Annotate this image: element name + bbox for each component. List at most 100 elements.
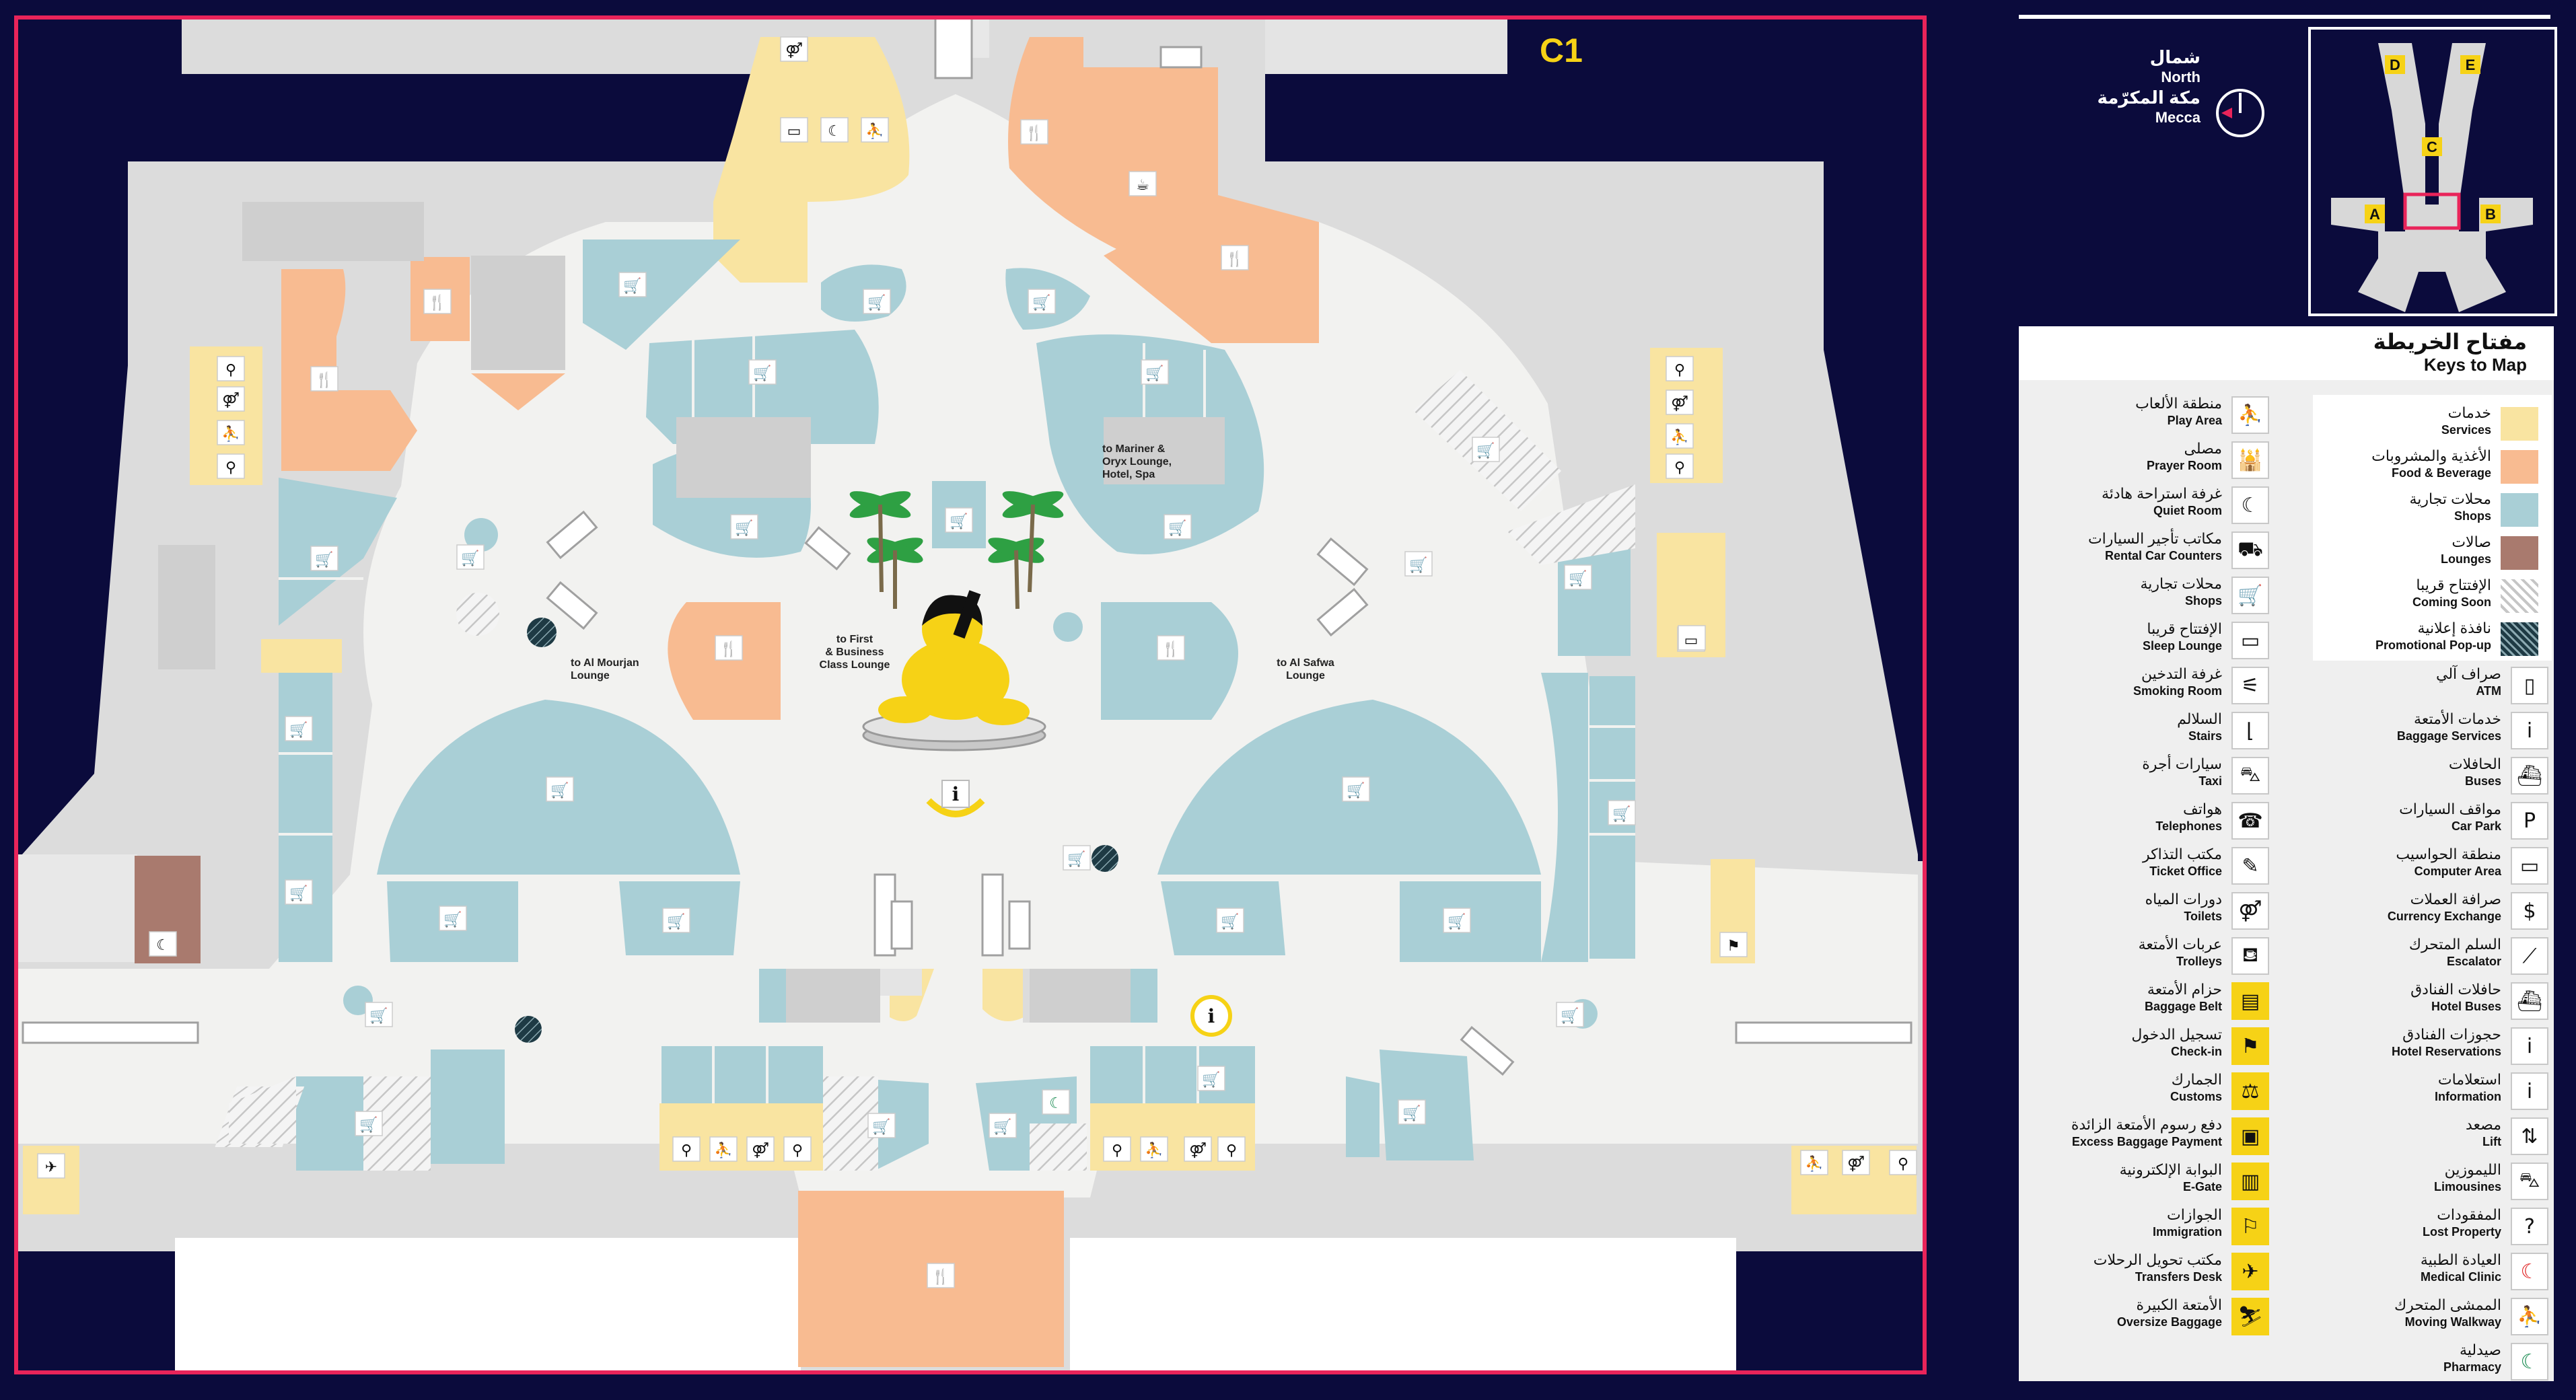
terminal-map: i i [14,15,1927,1374]
svg-text:🍴: 🍴 [1025,124,1043,142]
rental-car-icon: ⛟ [2231,531,2269,569]
legend-item-label-ar: عربات الأمتعة [2138,936,2222,953]
svg-text:☾: ☾ [828,123,841,140]
svg-text:⛹: ⛹ [714,1141,732,1159]
legend-item-label-en: Check-in [2170,1045,2222,1058]
svg-text:⚲: ⚲ [1674,362,1685,379]
svg-text:🛒: 🛒 [443,911,462,928]
telephone-icon: ☎ [2231,802,2269,840]
palm-trees [849,491,1064,610]
transfers-desk-icon: ✈ [2231,1253,2269,1290]
svg-text:⚲: ⚲ [792,1142,803,1159]
legend-swatch-color [2501,450,2538,484]
legend-swatch-label-en: Services [2441,423,2491,437]
prayer-room-icon: 🕌 [2231,441,2269,479]
customs-icon: ⚖ [2231,1072,2269,1110]
overview-label-b: B [2485,206,2496,223]
svg-text:⚤: ⚤ [1189,1142,1207,1159]
legend-item-label-ar: دورات المياه [2145,891,2222,908]
legend-item: صراف آلي ATM ▯ [2285,663,2554,707]
legend-item: صرافة العملات Currency Exchange $ [2285,888,2554,932]
svg-text:☕: ☕ [1136,177,1149,194]
svg-text:🛒: 🛒 [550,782,569,799]
legend-item-label-en: ATM [2476,684,2501,698]
legend-swatch-label-ar: الإفتتاح قريبا [2416,577,2491,593]
e-gate-icon: ▥ [2231,1163,2269,1200]
svg-text:🛒: 🛒 [1476,442,1495,459]
legend-item-label-ar: منطقة الحواسيب [2396,846,2501,862]
legend-item-label-ar: هواتف [2183,801,2222,817]
currency-exchange-icon: $ [2511,892,2548,930]
svg-text:🛒: 🛒 [667,913,685,930]
legend-item-label-en: Hotel Reservations [2391,1045,2501,1058]
svg-text:⛹: ⛹ [1145,1141,1163,1159]
svg-text:☾: ☾ [1049,1095,1063,1112]
legend-item-label-en: Ticket Office [2149,864,2222,878]
smoking-room-icon: ⚟ [2231,667,2269,704]
hotel-buses-icon: ⛴ [2511,982,2548,1020]
excess-baggage-icon: ▣ [2231,1117,2269,1155]
atm-icon: ▯ [2511,667,2548,704]
legend-item-label-ar: محلات تجارية [2140,575,2222,592]
compass: شمال North مكة المكرّمة Mecca [2019,40,2301,161]
svg-text:🛒: 🛒 [1569,570,1587,587]
legend-item-label-ar: صرافة العملات [2410,891,2501,908]
legend-item-label-ar: المفقودات [2437,1206,2501,1223]
svg-text:⚲: ⚲ [1226,1142,1237,1159]
overview-label-d: D [2390,57,2400,73]
svg-text:⚲: ⚲ [1898,1156,1908,1173]
legend-item-label-ar: غرفة التدخين [2141,665,2222,682]
legend-item-label-en: Prayer Room [2146,459,2222,472]
legend-item-label-en: Medical Clinic [2420,1270,2501,1284]
legend-item-label-ar: حجوزات الفنادق [2402,1026,2501,1043]
shop-icon: 🛒 [2231,577,2269,614]
legend-item-label-en: Lost Property [2422,1225,2501,1239]
lift-icon: ⇅ [2511,1117,2548,1155]
svg-text:🛒: 🛒 [1067,850,1085,868]
hotel-reservations-icon: i [2511,1027,2548,1065]
legend-item-label-en: Pharmacy [2443,1360,2501,1374]
svg-text:🍴: 🍴 [1225,250,1244,268]
legend-swatch-label-en: Lounges [2441,552,2491,566]
legend-swatch-label-ar: محلات تجارية [2409,490,2491,507]
oversize-baggage-icon: ⛷ [2231,1298,2269,1335]
legend-item-label-en: Immigration [2152,1225,2222,1239]
ticket-office-icon: ✎ [2231,847,2269,885]
svg-text:🛒: 🛒 [1221,913,1239,930]
legend-item-label-ar: صراف آلي [2435,665,2501,682]
svg-text:🍴: 🍴 [719,640,738,658]
svg-text:▭: ▭ [1684,632,1698,649]
legend-item-label-ar: حزام الأمتعة [2147,981,2222,998]
legend-item-label-en: Currency Exchange [2387,910,2501,923]
medical-clinic-icon: ☾ [2511,1253,2548,1290]
svg-text:⚲: ⚲ [225,459,236,476]
legend-item-label-en: Moving Walkway [2404,1315,2501,1329]
legend-header: مفتاح الخريطة Keys to Map [2019,326,2554,380]
legend-swatch-label-en: Shops [2454,509,2491,523]
legend-item-label-ar: البوابة الإلكترونية [2119,1161,2222,1178]
legend-item-label-ar: مواقف السيارات [2399,801,2501,817]
legend-item-label-ar: الجمارك [2171,1071,2222,1088]
legend-item-label-en: Play Area [2167,414,2222,427]
legend-item-label-en: Baggage Services [2396,729,2501,743]
svg-text:🛒: 🛒 [1202,1071,1220,1089]
legend-item-label-en: Car Park [2451,819,2501,833]
svg-text:⚤: ⚤ [222,392,240,409]
structural-blocks [158,17,1225,1023]
map-icons: 🛒 🛒 🛒 🛒 🛒 🛒 🛒 🛒 🍴 ☕ 🍴 ▭ ☾ ⛹ ⚤ 🍴 🍴 🛒 🛒 🍴 … [37,36,1917,1288]
svg-text:⚲: ⚲ [1674,459,1685,476]
svg-text:🛒: 🛒 [289,721,308,739]
computer-area-icon: ▭ [2511,847,2548,885]
svg-text:⚲: ⚲ [225,362,236,379]
